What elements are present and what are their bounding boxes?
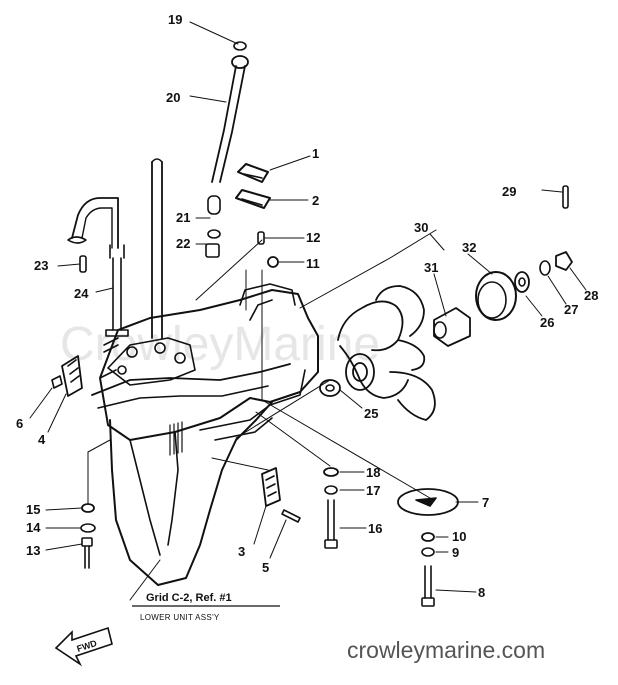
- trim-tab-bolt: [51, 375, 63, 389]
- grommet-21: [207, 195, 221, 215]
- part-label-6: 6: [16, 416, 23, 431]
- shift-rod: [105, 244, 129, 337]
- part-label-32: 32: [462, 240, 476, 255]
- part-label-15: 15: [26, 502, 40, 517]
- nut-28: [555, 251, 573, 271]
- washer-15: [81, 503, 95, 513]
- part-label-10: 10: [452, 529, 466, 544]
- reference-line-1: Grid C-2, Ref. #1: [146, 592, 232, 604]
- trim-tab: [61, 355, 83, 397]
- part-label-23: 23: [34, 258, 48, 273]
- bolt-13: [81, 537, 93, 569]
- bolt-5: [281, 509, 301, 523]
- nut-19: [233, 41, 247, 51]
- part-label-27: 27: [564, 302, 578, 317]
- part-label-16: 16: [368, 521, 382, 536]
- part-label-17: 17: [366, 483, 380, 498]
- seal-1: [237, 163, 269, 183]
- washer-26: [514, 271, 530, 293]
- water-tube-20: [211, 65, 246, 183]
- part-label-20: 20: [166, 90, 180, 105]
- reference-callout: Grid C-2, Ref. #1 LOWER UNIT ASS'Y: [132, 592, 280, 622]
- part-label-26: 26: [540, 315, 554, 330]
- housing-studs: [99, 337, 119, 379]
- fwd-arrow-icon: FWD: [54, 626, 113, 667]
- part-label-7: 7: [482, 495, 489, 510]
- part-label-18: 18: [366, 465, 380, 480]
- cap-plate-7: [397, 488, 459, 516]
- grommet-20: [231, 55, 249, 69]
- part-label-19: 19: [168, 12, 182, 27]
- pin-23: [79, 255, 87, 273]
- bolt-16: [324, 499, 338, 549]
- part-label-12: 12: [306, 230, 320, 245]
- part-label-30: 30: [414, 220, 428, 235]
- part-label-13: 13: [26, 543, 40, 558]
- part-label-28: 28: [584, 288, 598, 303]
- part-label-8: 8: [478, 585, 485, 600]
- washer-18: [323, 467, 339, 477]
- leader-lines: [29, 21, 587, 601]
- part-label-31: 31: [424, 260, 438, 275]
- spacer-25: [319, 379, 341, 397]
- part-label-24: 24: [74, 286, 89, 301]
- watermark: CrowleyMarine: [60, 318, 380, 371]
- part-label-4: 4: [38, 432, 46, 447]
- washer-27: [539, 260, 551, 276]
- drive-shaft: [151, 158, 163, 339]
- washer-17: [324, 485, 338, 495]
- part-label-3: 3: [238, 544, 245, 559]
- bolt-8: [421, 565, 435, 607]
- washer-14: [80, 523, 96, 533]
- part-label-29: 29: [502, 184, 516, 199]
- seal-2: [235, 189, 271, 209]
- water-intake-grille: [169, 421, 183, 456]
- ring-32: [475, 271, 517, 321]
- part-label-22: 22: [176, 236, 190, 251]
- part-label-14: 14: [26, 520, 41, 535]
- part-label-1: 1: [312, 146, 319, 161]
- nut-11: [267, 256, 279, 268]
- part-label-25: 25: [364, 406, 378, 421]
- part-labels: 19 20 1 2 21 22 12 11 23 24 6 4 15 14 13…: [16, 12, 598, 600]
- part-label-9: 9: [452, 545, 459, 560]
- propeller-30: [337, 285, 436, 421]
- part-label-5: 5: [262, 560, 269, 575]
- part-label-11: 11: [306, 256, 320, 271]
- reference-line-2: LOWER UNIT ASS'Y: [140, 613, 220, 622]
- part-label-21: 21: [176, 210, 190, 225]
- part-label-2: 2: [312, 193, 319, 208]
- washer-9: [421, 547, 435, 557]
- hub-31: [433, 307, 471, 347]
- anode-3: [261, 467, 281, 507]
- water-tube-bracket: [67, 197, 119, 249]
- nut-22: [205, 243, 220, 258]
- brand-url: crowleymarine.com: [347, 637, 545, 663]
- cotter-pin-29: [562, 185, 569, 209]
- washer-10: [421, 532, 435, 542]
- washer-21: [207, 229, 221, 239]
